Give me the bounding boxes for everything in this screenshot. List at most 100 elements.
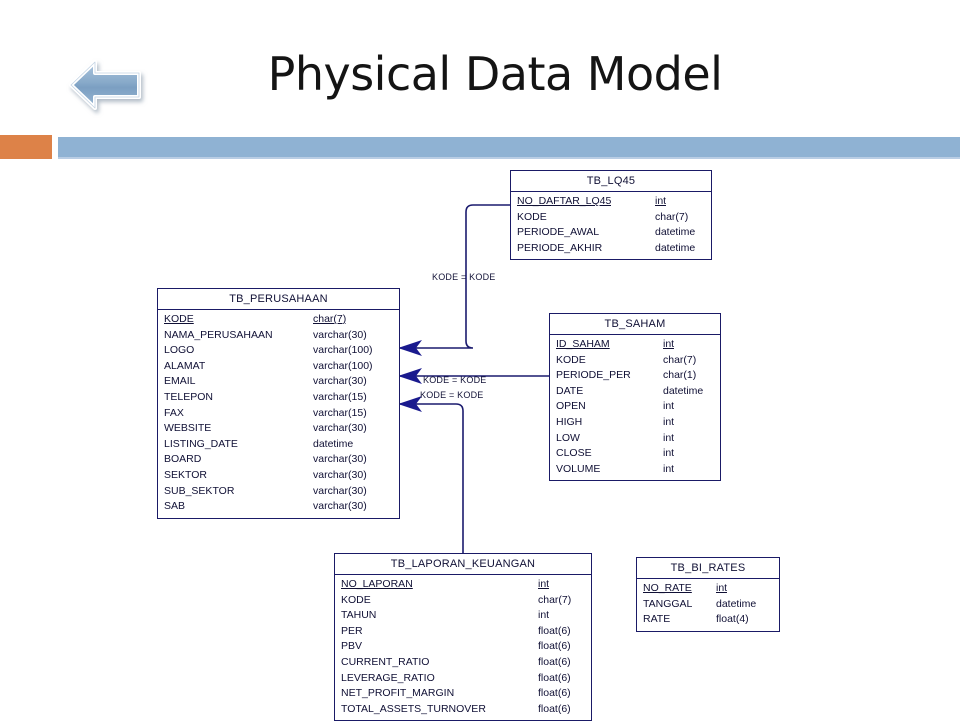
entity-field-name: NAMA_PERUSAHAAN xyxy=(164,328,273,341)
entity-field-name: CURRENT_RATIO xyxy=(341,655,430,668)
entity-field-name: TOTAL_ASSETS_TURNOVER xyxy=(341,702,486,715)
entity-field-name: LISTING_DATE xyxy=(164,437,238,450)
entity-field-name: OPEN xyxy=(556,400,586,413)
entity-field-name: CLOSE xyxy=(556,447,592,460)
entity-field-name: KODE xyxy=(517,210,547,223)
entity-field-name: PER xyxy=(341,624,363,637)
entity-field-name: RATE xyxy=(643,613,671,626)
entity-field-name: PBV xyxy=(341,640,363,653)
entity-title: TB_BI_RATES xyxy=(637,558,779,579)
entity-field-row: OPEN int xyxy=(550,399,720,415)
entity-field-type: datetime xyxy=(655,241,696,254)
entity-field-type: datetime xyxy=(313,437,354,450)
entity-field-row: KODE char(7) xyxy=(550,353,720,369)
entity-field-type: int xyxy=(663,431,675,444)
connector-laporan-perusahaan xyxy=(396,403,464,553)
entity-field-name: LEVERAGE_RATIO xyxy=(341,671,435,684)
entity-field-name: NET_PROFIT_MARGIN xyxy=(341,687,455,700)
entity-field-type: float(6) xyxy=(538,655,571,668)
entity-field-type: char(7) xyxy=(663,353,697,366)
entity-field-name: NO_LAPORAN xyxy=(341,578,413,590)
entity-field-row: NO_RATE int xyxy=(637,581,779,597)
entity-field-type: varchar(15) xyxy=(313,406,367,419)
entity-field-row: NAMA_PERUSAHAAN varchar(30) xyxy=(158,328,399,344)
entity-field-name: PERIODE_AKHIR xyxy=(517,241,603,254)
entity-title: TB_LAPORAN_KEUANGAN xyxy=(335,554,591,575)
entity-field-type: char(7) xyxy=(655,210,689,223)
entity-field-type: varchar(30) xyxy=(313,500,367,513)
entity-field-name: NO_RATE xyxy=(643,582,692,594)
entity-field-row: LISTING_DATE datetime xyxy=(158,437,399,453)
entity-field-type: varchar(30) xyxy=(313,422,367,435)
entity-field-type: varchar(15) xyxy=(313,390,367,403)
entity-field-row: NO_DAFTAR_LQ45 int xyxy=(511,194,711,210)
entity-field-type: int xyxy=(663,338,675,350)
header-rule-blue-shadow xyxy=(58,157,960,159)
entity-field-type: int xyxy=(663,447,675,460)
entity-field-row: SAB varchar(30) xyxy=(158,499,399,515)
entity-field-type: datetime xyxy=(655,226,696,239)
back-arrow-glyph xyxy=(69,60,141,110)
relationship-label-saham: KODE = KODE xyxy=(423,375,487,385)
entity-field-type: float(6) xyxy=(538,640,571,653)
entity-field-type: varchar(30) xyxy=(313,328,367,341)
entity-title: TB_PERUSAHAAN xyxy=(158,289,399,310)
arrowhead-saham xyxy=(398,368,422,384)
entity-field-row: CURRENT_RATIO float(6) xyxy=(335,655,591,671)
entity-field-name: PERIODE_PER xyxy=(556,369,631,382)
entity-field-name: VOLUME xyxy=(556,462,601,475)
entity-field-type: varchar(30) xyxy=(313,453,367,466)
relationship-label-laporan: KODE = KODE xyxy=(420,390,484,400)
relationship-label-lq45: KODE = KODE xyxy=(432,272,496,282)
entity-field-row: PERIODE_AKHIR datetime xyxy=(511,241,711,257)
entity-field-type: int xyxy=(716,582,728,594)
entity-field-name: ALAMAT xyxy=(164,359,206,372)
entity-field-type: int xyxy=(655,195,667,207)
entity-title: TB_LQ45 xyxy=(511,171,711,192)
entity-field-name: LOGO xyxy=(164,344,195,357)
entity-field-row: ID_SAHAM int xyxy=(550,337,720,353)
entity-field-type: float(6) xyxy=(538,687,571,700)
arrowhead-laporan xyxy=(398,396,422,412)
back-arrow-icon[interactable] xyxy=(64,52,150,118)
entity-field-name: SAB xyxy=(164,500,186,513)
entity-field-name: SEKTOR xyxy=(164,468,207,481)
entity-field-type: char(7) xyxy=(538,593,572,606)
entity-field-name: NO_DAFTAR_LQ45 xyxy=(517,195,612,207)
entity-field-row: TELEPON varchar(15) xyxy=(158,390,399,406)
entity-field-name: PERIODE_AWAL xyxy=(517,226,600,239)
entity-field-row: CLOSE int xyxy=(550,446,720,462)
entity-field-row: BOARD varchar(30) xyxy=(158,452,399,468)
entity-field-name: ID_SAHAM xyxy=(556,338,610,350)
entity-field-type: datetime xyxy=(663,384,704,397)
entity-field-name: BOARD xyxy=(164,453,202,466)
entity-field-type: int xyxy=(663,415,675,428)
entity-field-name: KODE xyxy=(556,353,586,366)
entity-field-name: TELEPON xyxy=(164,390,214,403)
entity-field-type: int xyxy=(663,400,675,413)
entity-field-type: float(6) xyxy=(538,624,571,637)
